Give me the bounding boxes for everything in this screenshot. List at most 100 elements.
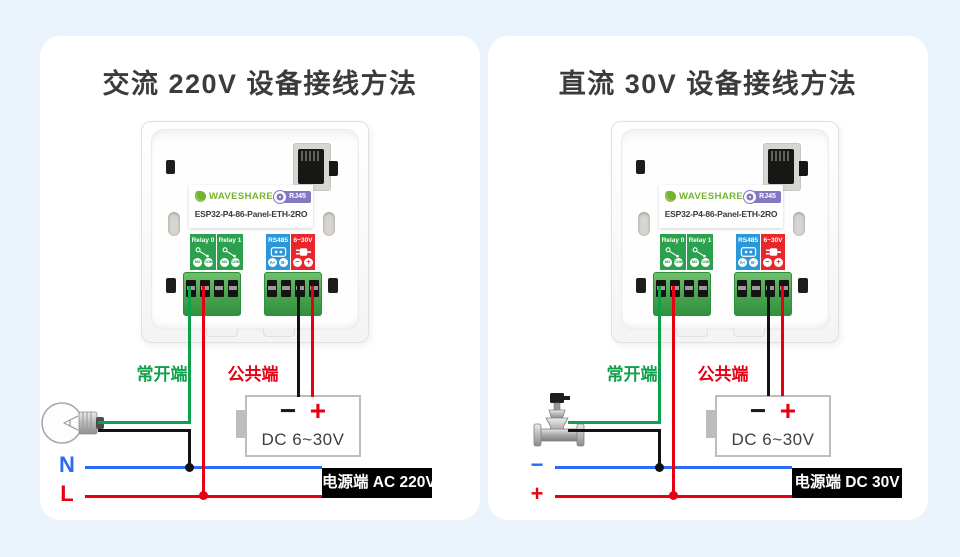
dc-power-supply: − + DC 6~30V bbox=[236, 395, 361, 457]
terminal-slot bbox=[670, 280, 680, 297]
rj45-port bbox=[763, 143, 808, 191]
panel-ac-220v: 交流 220V 设备接线方法 WAVESHARE RJ45 bbox=[40, 36, 480, 520]
terminal-slot bbox=[295, 280, 305, 297]
pin-no: NO bbox=[193, 258, 202, 267]
wire-no-horizontal bbox=[98, 421, 191, 424]
wire-no-vertical bbox=[188, 286, 191, 424]
vent-slot bbox=[636, 160, 645, 174]
pin-a-plus: A+ bbox=[738, 258, 747, 267]
terminal-name: Relay 0 bbox=[191, 237, 215, 244]
waveshare-logo-icon bbox=[665, 191, 676, 202]
plus-symbol: + bbox=[309, 395, 327, 426]
ethernet-icon bbox=[743, 189, 758, 204]
vent-slot bbox=[636, 278, 646, 293]
terminal-label-rs485: RS485 A+B- bbox=[266, 234, 290, 270]
device-bottom-tab bbox=[676, 328, 708, 337]
dc-jack bbox=[236, 410, 245, 438]
rj45-pins-icon bbox=[771, 151, 791, 161]
terminal-slot bbox=[737, 280, 747, 297]
terminal-slot bbox=[698, 280, 708, 297]
psu-voltage-label: DC 6~30V bbox=[261, 430, 345, 449]
terminal-slot bbox=[281, 280, 291, 297]
device-label-sticker: WAVESHARE RJ45 ESP32-P4-86-Panel-ETH-2RO bbox=[659, 185, 783, 228]
brand-row: WAVESHARE RJ45 bbox=[195, 189, 311, 204]
rj45-badge-label: RJ45 bbox=[289, 192, 306, 200]
esp32-panel-device: WAVESHARE RJ45 ESP32-P4-86-Panel-ETH-2RO… bbox=[141, 121, 369, 343]
common-label: 公共端 bbox=[697, 365, 749, 384]
device-label-sticker: WAVESHARE RJ45 ESP32-P4-86-Panel-ETH-2RO bbox=[189, 185, 313, 228]
wire-load-horizontal bbox=[568, 429, 661, 432]
rj45-socket-icon bbox=[298, 149, 324, 184]
wire-load-horizontal bbox=[98, 429, 191, 432]
pin-com: COM bbox=[701, 258, 710, 267]
terminal-name: Relay 0 bbox=[661, 237, 685, 244]
power-source-badge: 电源端 DC 30V bbox=[792, 468, 902, 498]
pin-no: NO bbox=[220, 258, 229, 267]
common-label: 公共端 bbox=[227, 365, 279, 384]
rj45-badge: RJ45 bbox=[273, 189, 311, 204]
pin-com: COM bbox=[674, 258, 683, 267]
pin-no: NO bbox=[690, 258, 699, 267]
relay-switch-icon bbox=[222, 247, 236, 258]
line-minus-label: − bbox=[530, 452, 544, 477]
screw-hole bbox=[793, 212, 805, 236]
wire-psu-minus bbox=[767, 286, 770, 396]
normally-open-label: 常开端 bbox=[136, 365, 188, 384]
terminal-name: Relay 1 bbox=[688, 237, 712, 244]
junction-dot bbox=[655, 463, 664, 472]
rj45-clip bbox=[799, 161, 808, 176]
ethernet-icon bbox=[273, 189, 288, 204]
pin-com: COM bbox=[204, 258, 213, 267]
psu-voltage-label: DC 6~30V bbox=[731, 430, 815, 449]
rj45-badge-label: RJ45 bbox=[759, 192, 776, 200]
terminal-name: RS485 bbox=[268, 237, 288, 244]
brand-row: WAVESHARE RJ45 bbox=[665, 189, 781, 204]
wire-psu-minus bbox=[297, 286, 300, 397]
wire-com-vertical bbox=[202, 286, 205, 498]
wiring-diagram-ac: WAVESHARE RJ45 ESP32-P4-86-Panel-ETH-2RO… bbox=[40, 36, 480, 520]
pin-minus: − bbox=[763, 257, 772, 267]
terminal-name: 6~30V bbox=[293, 237, 313, 244]
wire-no-horizontal bbox=[568, 421, 661, 424]
wire-load-vertical bbox=[188, 429, 191, 469]
screw-hole bbox=[638, 212, 650, 236]
terminal-name: 6~30V bbox=[763, 237, 783, 244]
pin-plus: + bbox=[774, 257, 783, 267]
brand-name: WAVESHARE bbox=[209, 191, 274, 202]
screw-hole bbox=[168, 212, 180, 236]
wire-com-vertical bbox=[672, 286, 675, 498]
terminal-label-rs485: RS485 A+B- bbox=[736, 234, 760, 270]
power-source-badge: 电源端 AC 220V bbox=[322, 468, 436, 498]
normally-open-label: 常开端 bbox=[606, 365, 658, 384]
relay-switch-icon bbox=[195, 247, 209, 258]
terminal-slot bbox=[656, 280, 666, 297]
pin-minus: − bbox=[293, 257, 302, 267]
esp32-panel-device: WAVESHARE RJ45 ESP32-P4-86-Panel-ETH-2RO… bbox=[611, 121, 839, 343]
junction-dot bbox=[185, 463, 194, 472]
wire-load-vertical bbox=[658, 429, 661, 469]
junction-dot bbox=[199, 491, 208, 500]
line-n-label: N bbox=[59, 452, 75, 477]
terminal-label-power: 6~30V −+ bbox=[291, 234, 315, 270]
dc-power-supply: − + DC 6~30V bbox=[706, 395, 831, 457]
minus-symbol: − bbox=[749, 395, 767, 426]
screw-hole bbox=[323, 212, 335, 236]
page-title: 直流 30V 设备接线方法 bbox=[558, 69, 858, 99]
junction-dot bbox=[669, 491, 678, 500]
relay-switch-icon bbox=[665, 247, 679, 258]
wire-psu-plus bbox=[781, 286, 784, 396]
pin-plus: + bbox=[304, 257, 313, 267]
dc-jack bbox=[706, 410, 715, 438]
power-plug-icon bbox=[295, 248, 311, 256]
terminal-name: RS485 bbox=[738, 237, 758, 244]
rs485-connector-icon bbox=[740, 247, 756, 257]
page-title: 交流 220V 设备接线方法 bbox=[102, 69, 418, 99]
device-model: ESP32-P4-86-Panel-ETH-2RO bbox=[664, 209, 778, 219]
vent-slot bbox=[166, 160, 175, 174]
line-l-label: L bbox=[60, 481, 74, 506]
terminal-slot bbox=[751, 280, 761, 297]
rj45-pins-icon bbox=[301, 151, 321, 161]
vent-slot bbox=[798, 278, 808, 293]
